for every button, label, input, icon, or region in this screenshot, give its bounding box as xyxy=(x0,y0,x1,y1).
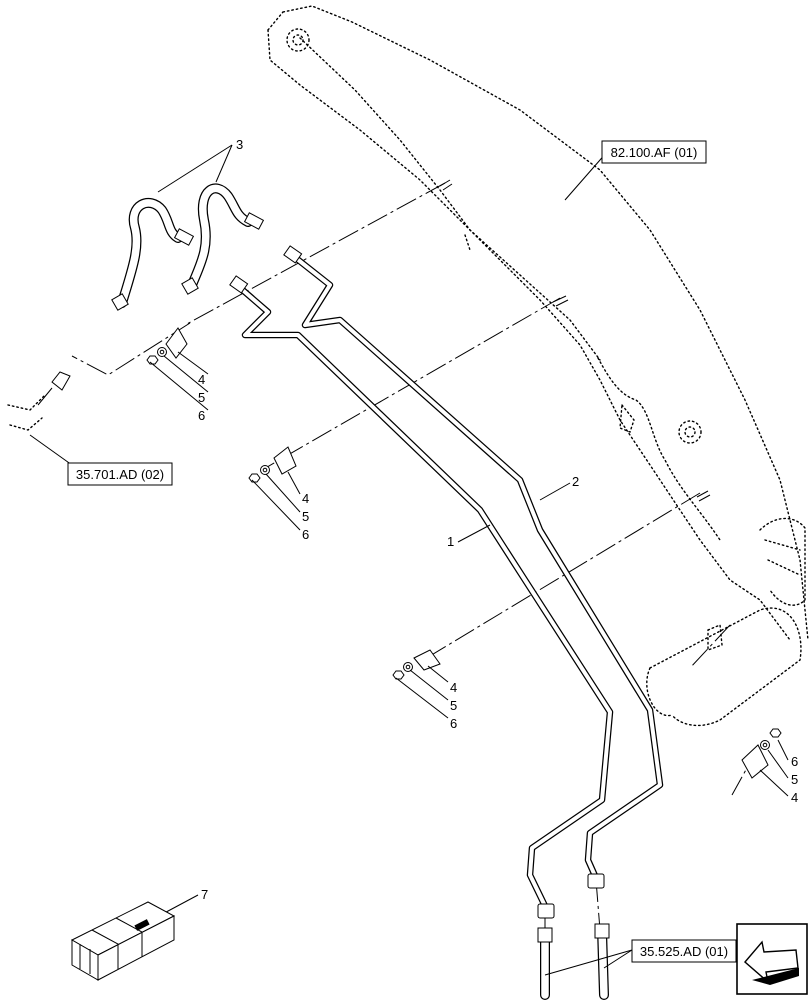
lower-hose-ends xyxy=(537,923,610,1000)
callout-3: 3 xyxy=(236,137,243,152)
boom-reference[interactable]: 82.100.AF (01) xyxy=(601,140,707,164)
steel-pipes xyxy=(229,245,664,919)
callout-6: 6 xyxy=(450,716,457,731)
left-connection-reference[interactable]: 35.701.AD (02) xyxy=(67,462,173,486)
wooden-crate-icon xyxy=(70,901,176,981)
callout-5: 5 xyxy=(198,390,205,405)
clamp-set-3 xyxy=(392,649,441,680)
center-lines xyxy=(71,182,759,935)
boom-mounting-bolts xyxy=(439,179,711,502)
boom-reference-text: 82.100.AF (01) xyxy=(611,145,698,160)
callout-6: 6 xyxy=(198,408,205,423)
clamp-set-1 xyxy=(146,327,188,365)
clamp-set-2 xyxy=(248,446,297,483)
callout-6: 6 xyxy=(302,527,309,542)
left-connection-fitting xyxy=(7,371,71,431)
boom-phantom-outline xyxy=(267,5,809,727)
callout-labels: 3 4 5 6 4 5 6 4 5 6 6 5 4 2 1 7 xyxy=(198,137,798,902)
callout-1: 1 xyxy=(447,534,454,549)
bottom-connection-reference-text: 35.525.AD (01) xyxy=(640,944,728,959)
callout-5: 5 xyxy=(450,698,457,713)
callout-5: 5 xyxy=(302,509,309,524)
bottom-connection-reference[interactable]: 35.525.AD (01) xyxy=(631,939,737,963)
callout-2: 2 xyxy=(572,474,579,489)
callout-4: 4 xyxy=(791,790,798,805)
callout-4: 4 xyxy=(302,491,309,506)
clamp-set-4 xyxy=(741,728,782,779)
callout-4: 4 xyxy=(198,372,205,387)
arrow-icon[interactable] xyxy=(736,923,808,995)
hose-assemblies xyxy=(111,183,265,311)
callout-7: 7 xyxy=(201,887,208,902)
callout-6: 6 xyxy=(791,754,798,769)
callout-4: 4 xyxy=(450,680,457,695)
left-connection-reference-text: 35.701.AD (02) xyxy=(76,467,164,482)
callout-5: 5 xyxy=(791,772,798,787)
leader-lines xyxy=(29,144,789,976)
